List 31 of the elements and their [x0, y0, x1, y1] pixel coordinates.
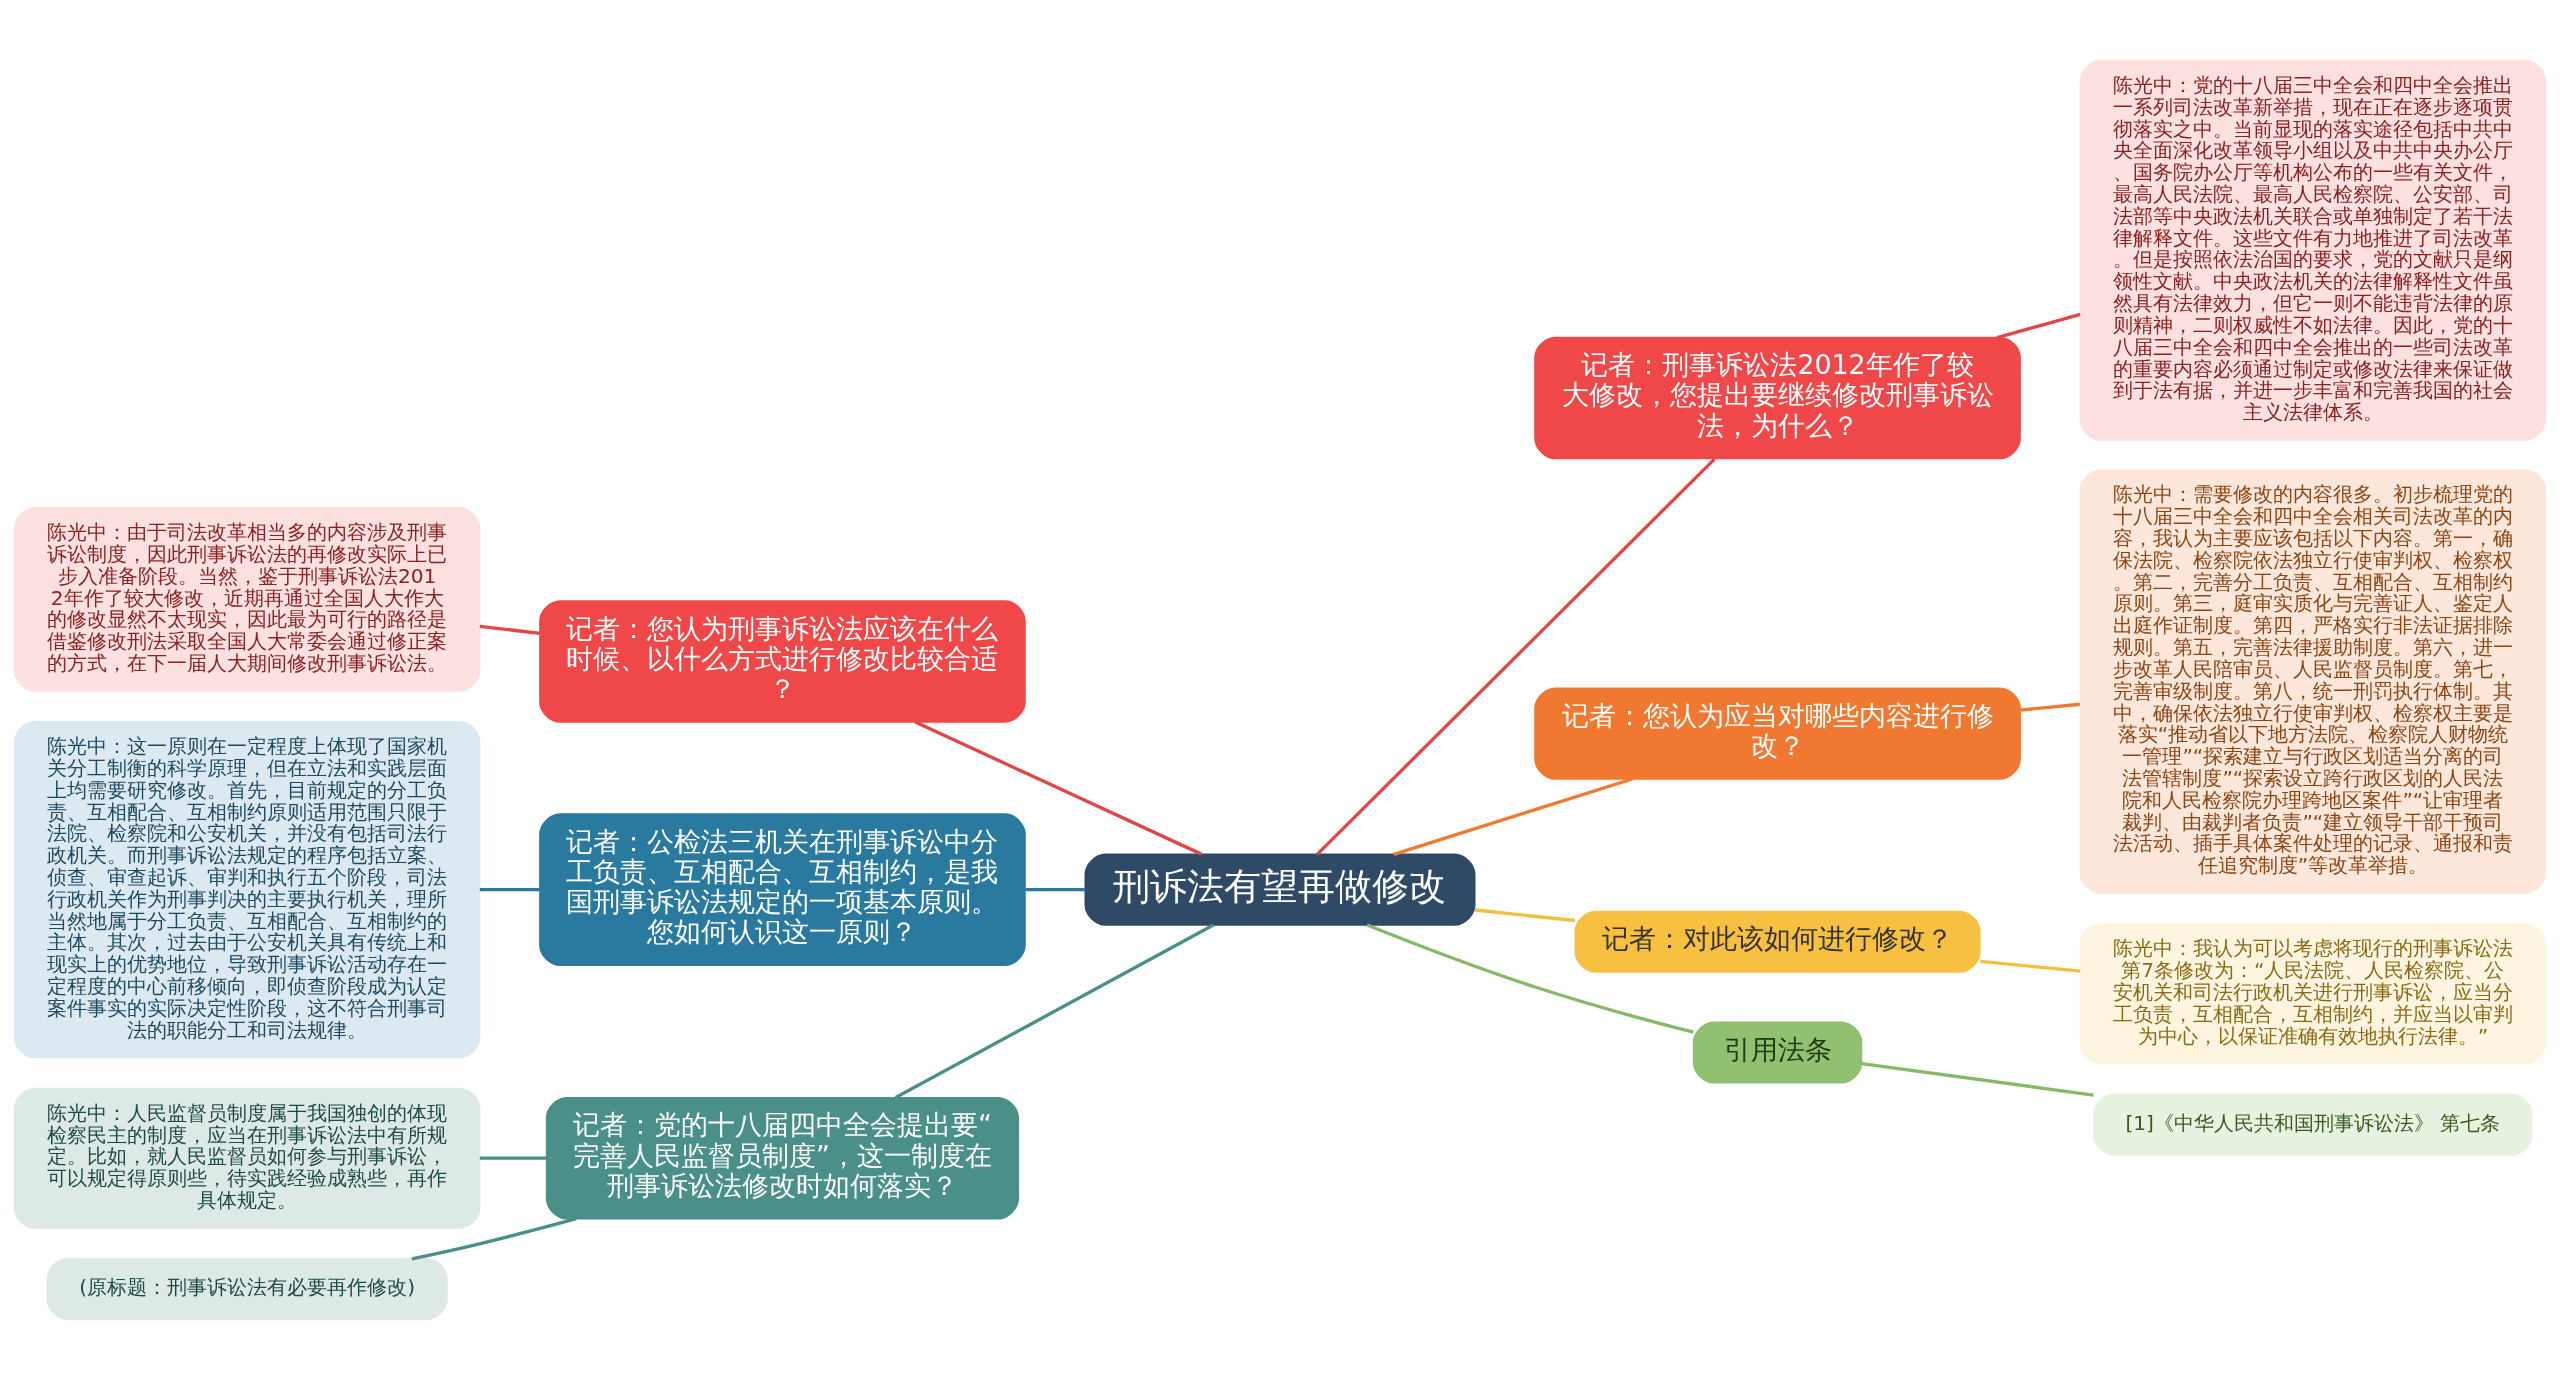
node-box: 记者：刑事诉讼法2012年作了较大修改，您提出要继续修改刑事诉讼法，为什么？ [1534, 336, 2021, 460]
node-box: 记者：您认为刑事诉讼法应该在什么时候、以什么方式进行修改比较合适？ [539, 600, 1026, 723]
node-box: 刑诉法有望再做修改 [1084, 853, 1476, 926]
node-box: 记者：您认为应当对哪些内容进行修改？ [1534, 687, 2021, 780]
connector [1316, 457, 1716, 856]
connector [411, 1217, 577, 1261]
node-box: 引用法条 [1692, 1021, 1863, 1084]
node-box: 陈光中：由于司法改革相当多的内容涉及刑事诉讼制度，因此刑事诉讼法的再修改实际上已步入准备阶段。当然，鉴于刑事诉讼法2012年作了较大修改，近期再通过全国人大作大的修改显然不太现实，因此最为可行的路径是借鉴修改刑法采取全国人大常委会通过修正案的方式，在下一届人大期间修改刑事诉讼法。 [13, 507, 481, 692]
connector [1861, 1062, 2094, 1097]
node-box: 陈光中：需要修改的内容很多。初步梳理党的十八届三中全会和四中全会相关司法改革的内容，我认为主要应该包括以下内容。第一，确保法院、检察院依法独立行使审判权、检察权。第二，完善分工负责、互相配合、互相制约原则。第三，庭审实质化与完善证人、鉴定人出庭作证制度。第四，严格实行非法证据排除规则。第五，完善法律援助制度。第六，进一步改革人民陪审员、人民监督员制度。第七，完善审级制度。第八，统一刑罚执行体制。其中，确保依法独立行使审判权、检察权主要是落实“推动省以下地方法院、检察院人财物统一管理”“探索建立与行政区划适当分离的司法管辖制度”“探索设立跨行政区划的人民法院和人民检察院办理跨地区案件”“让审理者裁判、由裁判者负责”“建立领导干部干预司法活动、插手具体案件处理的记录、通报和责任追究制度”等改革举措。 [2079, 469, 2547, 894]
connector [479, 624, 541, 636]
connector [2020, 702, 2080, 712]
node-box: 陈光中：我认为可以考虑将现行的刑事诉讼法第7条修改为：“人民法院、人民检察院、公安机关和司法行政机关进行刑事诉讼，应当分工负责，互相配合，互相制约，并应当以审判为中心，以保证准确有效地执行法律。” [2079, 923, 2547, 1065]
node-box: (原标题：刑事诉讼法有必要再作修改) [46, 1258, 448, 1321]
connector [1366, 923, 1694, 1034]
node-box: 记者：党的十八届四中全会提出要“完善人民监督员制度”，这一制度在刑事诉讼法修改时如何落实？ [545, 1096, 1020, 1220]
node-box: 陈光中：党的十八届三中全会和四中全会推出一系列司法改革新举措，现在正在逐步逐项贯彻落实之中。当前显现的落实途径包括中共中央全面深化改革领导小组以及中共中央办公厅、国务院办公厅等机构公布的一些有关文件，最高人民法院、最高人民检察院、公安部、司法部等中央政法机关联合或单独制定了若干法律解释文件。这些文件有力地推进了司法改革。但是按照依法治国的要求，党的文献只是纲领性文献。中央政法机关的法律解释性文件虽然具有法律效力，但它一则不能违背法律的原则精神，二则权威性不如法律。因此，党的十八届三中全会和四中全会推出的一些司法改革的重要内容必须通过制定或修改法律来保证做到于法有据，并进一步丰富和完善我国的社会主义法律体系。 [2079, 59, 2547, 441]
node-box: 记者：公检法三机关在刑事诉讼中分工负责、互相配合、互相制约，是我国刑事诉讼法规定的一项基本原则。您如何认识这一原则？ [539, 813, 1026, 967]
connector [479, 1156, 547, 1160]
connector [1025, 888, 1086, 892]
connector [894, 923, 1215, 1100]
connector [1996, 312, 2081, 340]
node-box: 记者：对此该如何进行修改？ [1574, 910, 1981, 973]
connector [479, 888, 540, 892]
connector [914, 720, 1203, 856]
connector [1393, 777, 1633, 856]
connector [1474, 908, 1575, 923]
node-box: 陈光中：这一原则在一定程度上体现了国家机关分工制衡的科学原理，但在立法和实践层面上均需要研究修改。首先，目前规定的分工负责、互相配合、互相制约原则适用范围只限于法院、检察院和公安机关，并没有包括司法行政机关。而刑事诉讼法规定的程序包括立案、侦查、审查起诉、审判和执行五个阶段，司法行政机关作为刑事判决的主要执行机关，理所当然地属于分工负责、互相配合、互相制约的主体。其次，过去由于公安机关具有传统上和现实上的优势地位，导致刑事诉讼活动存在一定程度的中心前移倾向，即侦查阶段成为认定案件事实的实际决定性阶段，这不符合刑事司法的职能分工和司法规律。 [13, 721, 481, 1059]
node-box: 陈光中：人民监督员制度属于我国独创的体现检察民主的制度，应当在刑事诉讼法中有所规定。比如，就人民监督员如何参与刑事诉讼，可以规定得原则些，待实践经验成熟些，再作具体规定。 [13, 1087, 481, 1229]
connector [1980, 959, 2081, 973]
node-box: [1]《中华人民共和国刑事诉讼法》 第七条 [2093, 1093, 2533, 1156]
